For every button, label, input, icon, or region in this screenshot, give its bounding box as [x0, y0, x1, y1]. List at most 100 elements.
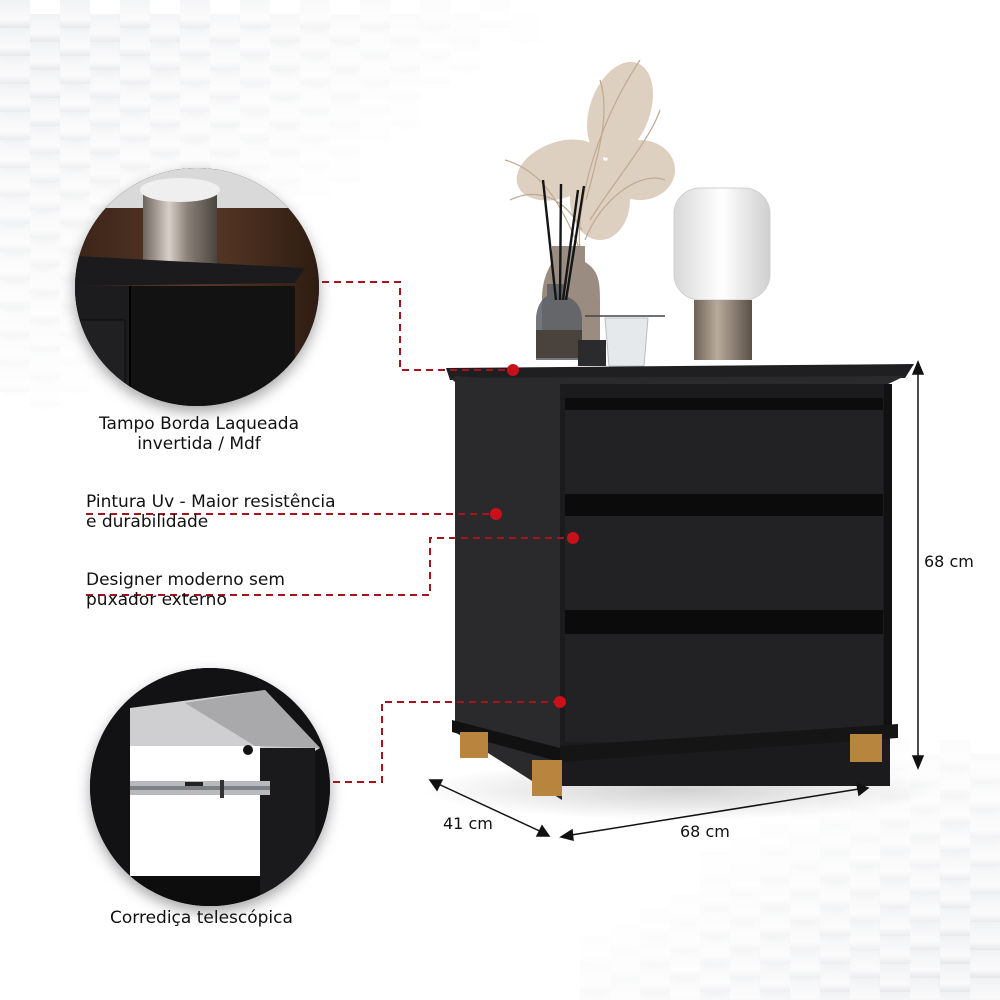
- background-tile: [820, 824, 850, 852]
- background-tile: [270, 42, 300, 70]
- background-tile: [970, 810, 1000, 838]
- background-tile: [90, 126, 120, 154]
- background-tile: [270, 14, 300, 42]
- dimension-height-label: 68 cm: [924, 552, 974, 571]
- background-tile: [790, 978, 820, 1000]
- background-tile: [270, 154, 300, 182]
- telescopic-slide-illustration: [90, 668, 330, 906]
- background-tile: [300, 0, 330, 28]
- background-tile: [910, 810, 940, 838]
- background-tile: [330, 42, 360, 70]
- background-tile: [300, 140, 330, 168]
- background-tile: [910, 866, 940, 894]
- drawer-2-grip: [565, 610, 883, 634]
- background-tile: [420, 0, 450, 28]
- background-tile: [910, 978, 940, 1000]
- small-box: [578, 340, 606, 366]
- background-tile: [730, 950, 760, 978]
- background-tile: [210, 14, 240, 42]
- background-tile: [60, 196, 90, 224]
- background-tile: [820, 852, 850, 880]
- background-tile: [480, 0, 510, 28]
- background-tile: [910, 838, 940, 866]
- foot: [532, 760, 562, 796]
- dimension-width-label: 68 cm: [680, 822, 730, 841]
- background-tile: [700, 852, 730, 880]
- background-tile: [820, 768, 850, 796]
- background-tile: [0, 84, 30, 112]
- background-tile: [640, 936, 670, 964]
- background-tile: [180, 140, 210, 168]
- background-tile: [730, 922, 760, 950]
- background-tile: [910, 894, 940, 922]
- background-tile: [850, 866, 880, 894]
- background-tile: [450, 14, 480, 42]
- background-tile: [880, 964, 910, 992]
- background-tile: [610, 950, 640, 978]
- background-tile: [0, 252, 30, 280]
- background-tile: [850, 950, 880, 978]
- background-tile: [330, 98, 360, 126]
- background-tile: [30, 238, 60, 266]
- background-tile: [240, 56, 270, 84]
- background-tile: [880, 796, 910, 824]
- background-tile: [30, 154, 60, 182]
- background-tile: [700, 992, 730, 1000]
- background-tile: [0, 28, 30, 56]
- dimension-depth-label: 41 cm: [443, 814, 493, 833]
- background-tile: [940, 768, 970, 796]
- dresser-front: [560, 384, 890, 786]
- background-tile: [580, 964, 610, 992]
- background-tile: [940, 964, 970, 992]
- background-tile: [60, 112, 90, 140]
- background-tile: [970, 978, 1000, 1000]
- background-tile: [760, 908, 790, 936]
- background-tile: [450, 42, 480, 70]
- background-tile: [240, 0, 270, 28]
- background-tile: [90, 70, 120, 98]
- background-tile: [420, 56, 450, 84]
- background-tile: [700, 964, 730, 992]
- background-tile: [300, 56, 330, 84]
- background-tile: [390, 70, 420, 98]
- background-tile: [730, 894, 760, 922]
- drinking-glass: [604, 317, 649, 367]
- background-tile: [880, 824, 910, 852]
- background-tile: [30, 14, 60, 42]
- background-tile: [180, 0, 210, 28]
- background-pattern-bottom-right: [580, 740, 1000, 1000]
- background-tile: [30, 322, 60, 350]
- background-tile: [880, 992, 910, 1000]
- background-tile: [820, 992, 850, 1000]
- background-tile: [30, 70, 60, 98]
- background-tile: [30, 210, 60, 238]
- background-tile: [150, 70, 180, 98]
- background-tile: [760, 824, 790, 852]
- background-tile: [730, 866, 760, 894]
- background-tile: [790, 950, 820, 978]
- background-tile: [60, 364, 90, 392]
- background-tile: [610, 978, 640, 1000]
- background-tile: [270, 98, 300, 126]
- background-tile: [360, 84, 390, 112]
- background-tile: [640, 964, 670, 992]
- background-tile: [360, 0, 390, 28]
- background-tile: [270, 70, 300, 98]
- background-tile: [940, 880, 970, 908]
- background-tile: [60, 140, 90, 168]
- background-tile: [670, 978, 700, 1000]
- drawer-2: [565, 516, 883, 620]
- background-tile: [610, 922, 640, 950]
- background-tile: [510, 14, 540, 42]
- background-tile: [0, 336, 30, 364]
- background-tile: [330, 14, 360, 42]
- drawer-3: [565, 634, 883, 742]
- background-tile: [970, 866, 1000, 894]
- background-tile: [0, 364, 30, 392]
- background-tile: [0, 196, 30, 224]
- background-tile: [880, 936, 910, 964]
- background-tile: [240, 140, 270, 168]
- background-tile: [330, 154, 360, 182]
- detail-circle-telescopic-slide: [90, 668, 330, 906]
- background-tile: [210, 70, 240, 98]
